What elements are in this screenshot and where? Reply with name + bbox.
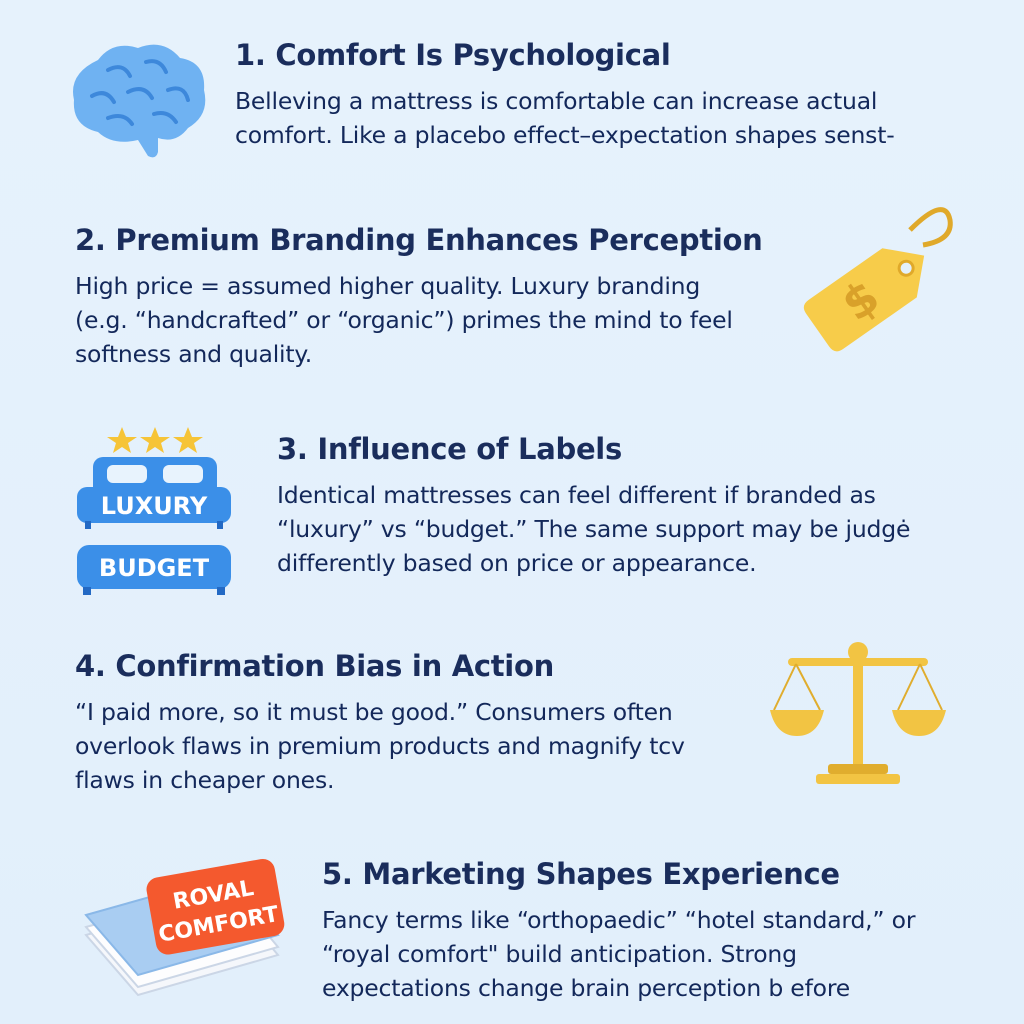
luxury-label: LUXURY — [101, 492, 208, 520]
price-tag-icon: $ — [795, 200, 960, 364]
scales-icon — [768, 640, 948, 792]
budget-label: BUDGET — [99, 554, 210, 582]
section-title: 5. Marketing Shapes Experience — [322, 857, 840, 891]
section-1: 1. Comfort Is Psychological Belleving a … — [235, 38, 895, 152]
section-title: 3. Influence of Labels — [277, 432, 622, 466]
body-line: “luxury” vs “budget.” The same support m… — [277, 515, 911, 543]
section-title: 4. Confirmation Bias in Action — [75, 649, 554, 683]
body-line: expectations change brain perception b e… — [322, 974, 851, 1002]
body-line: comfort. Like a placebo effect–expectati… — [235, 121, 895, 149]
section-3: 3. Influence of Labels Identical mattres… — [277, 432, 910, 580]
section-2: 2. Premium Branding Enhances Perception … — [75, 223, 763, 371]
body-line: Belleving a mattress is comfortable can … — [235, 87, 878, 115]
body-line: differently based on price or appearance… — [277, 549, 757, 577]
section-body: Belleving a mattress is comfortable can … — [235, 84, 895, 152]
section-4: 4. Confirmation Bias in Action “I paid m… — [75, 649, 685, 797]
body-line: softness and quality. — [75, 340, 312, 368]
body-line: “royal comfort" build anticipation. Stro… — [322, 940, 797, 968]
body-line: overlook flaws in premium products and m… — [75, 732, 685, 760]
section-title: 2. Premium Branding Enhances Perception — [75, 223, 763, 257]
section-body: High price = assumed higher quality. Lux… — [75, 269, 763, 371]
section-body: “I paid more, so it must be good.” Consu… — [75, 695, 685, 797]
section-body: Fancy terms like “orthopaedic” “hotel st… — [322, 903, 916, 1005]
section-title: 1. Comfort Is Psychological — [235, 38, 671, 72]
body-line: Fancy terms like “orthopaedic” “hotel st… — [322, 906, 916, 934]
mattress-icon: ROVAL COMFORT — [78, 855, 288, 1007]
section-body: Identical mattresses can feel different … — [277, 478, 910, 580]
body-line: (e.g. “handcrafted” or “organic”) primes… — [75, 306, 733, 334]
body-line: flaws in cheaper ones. — [75, 766, 335, 794]
section-5: 5. Marketing Shapes Experience Fancy ter… — [322, 857, 916, 1005]
brain-icon — [68, 40, 210, 166]
labeled-beds-icon: LUXURY BUDGET — [75, 425, 235, 601]
body-line: “I paid more, so it must be good.” Consu… — [75, 698, 673, 726]
body-line: High price = assumed higher quality. Lux… — [75, 272, 701, 300]
body-line: Identical mattresses can feel different … — [277, 481, 876, 509]
